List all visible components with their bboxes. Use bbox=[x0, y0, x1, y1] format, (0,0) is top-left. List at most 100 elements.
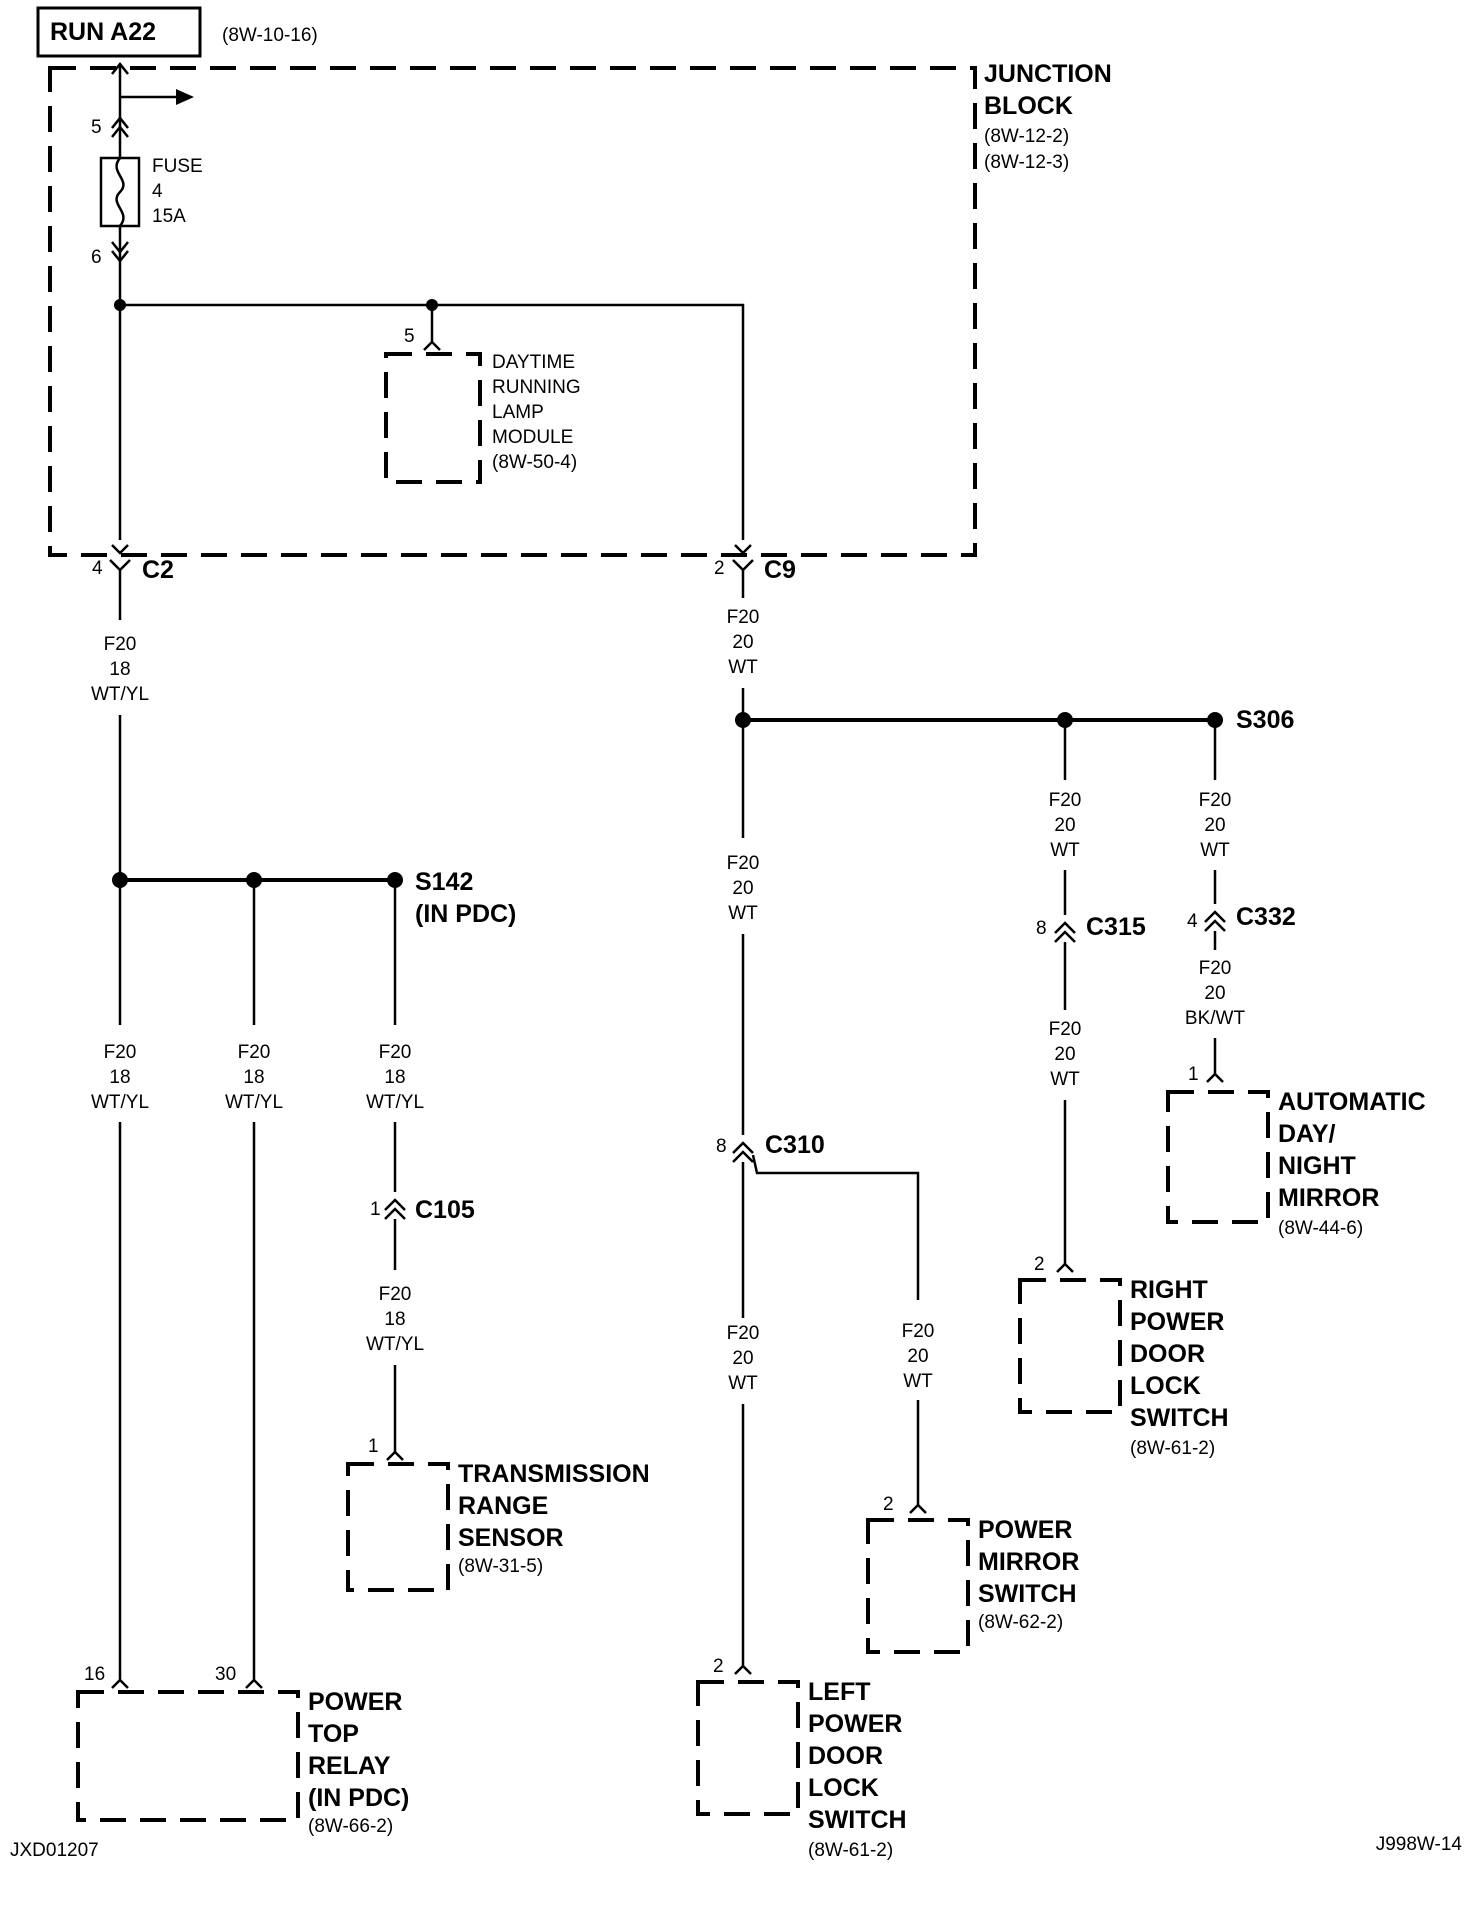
drl-ref: (8W-50-4) bbox=[492, 452, 577, 473]
wire-c9-color: WT bbox=[728, 657, 758, 678]
rpdl-ref: (8W-61-2) bbox=[1130, 1438, 1215, 1459]
wire-c105-circuit: F20 bbox=[379, 1284, 412, 1305]
ptr-pin-b: 30 bbox=[215, 1664, 236, 1685]
wire-s306-a-color: WT bbox=[1050, 840, 1080, 861]
c9-pin: 2 bbox=[714, 558, 725, 579]
power-mirror-switch-box bbox=[866, 1518, 970, 1654]
circuit-label-box bbox=[36, 6, 202, 58]
auto-mirror-box bbox=[1166, 1090, 1270, 1224]
lpdl-line-3: DOOR bbox=[808, 1742, 883, 1770]
wire-c2-circuit: F20 bbox=[104, 634, 137, 655]
s142-sub: (IN PDC) bbox=[415, 900, 516, 928]
wire-c105-color: WT/YL bbox=[366, 1334, 424, 1355]
wire-c2-color: WT/YL bbox=[91, 684, 149, 705]
wire-c315-color: WT bbox=[1050, 1069, 1080, 1090]
wire-left-door-circuit: F20 bbox=[727, 1323, 760, 1344]
adnm-pin: 1 bbox=[1188, 1064, 1199, 1085]
drl-line-4: MODULE bbox=[492, 427, 573, 448]
pms-line-1: POWER bbox=[978, 1516, 1072, 1544]
adnm-ref: (8W-44-6) bbox=[1278, 1218, 1363, 1239]
wire-s142-a-circuit: F20 bbox=[104, 1042, 137, 1063]
adnm-line-1: AUTOMATIC bbox=[1278, 1088, 1426, 1116]
c2-name: C2 bbox=[142, 556, 174, 584]
lpdl-pin: 2 bbox=[713, 1656, 724, 1677]
wire-c332-circuit: F20 bbox=[1199, 958, 1232, 979]
lpdl-line-2: POWER bbox=[808, 1710, 902, 1738]
fuse-pin-out: 6 bbox=[91, 247, 102, 268]
ptr-pin-b-terminal bbox=[245, 1678, 263, 1689]
wire-s142-c-circuit: F20 bbox=[379, 1042, 412, 1063]
lpdl-ref: (8W-61-2) bbox=[808, 1840, 893, 1861]
pms-ref: (8W-62-2) bbox=[978, 1612, 1063, 1633]
wire-c9-gauge: 20 bbox=[732, 632, 753, 653]
pms-line-3: SWITCH bbox=[978, 1580, 1077, 1608]
s306-name: S306 bbox=[1236, 706, 1294, 734]
pms-pin-terminal bbox=[909, 1503, 927, 1514]
c310-pin: 8 bbox=[716, 1136, 727, 1157]
wire-s142-a-gauge: 18 bbox=[109, 1067, 130, 1088]
s142-name: S142 bbox=[415, 868, 473, 896]
adnm-line-2: DAY/ bbox=[1278, 1120, 1335, 1148]
wire-s142-c-color: WT/YL bbox=[366, 1092, 424, 1113]
ptr-ref: (8W-66-2) bbox=[308, 1816, 393, 1837]
fuse-pin-5-terminal bbox=[111, 100, 129, 158]
drl-line-2: RUNNING bbox=[492, 377, 581, 398]
wire-c310-to-mirror-switch-top bbox=[751, 1154, 920, 1300]
pms-pin: 2 bbox=[883, 1494, 894, 1515]
wire-left-door-gauge: 20 bbox=[732, 1348, 753, 1369]
power-top-relay-box bbox=[76, 1690, 300, 1822]
wire-left-trunk-circuit: F20 bbox=[727, 853, 760, 874]
rpdl-line-2: POWER bbox=[1130, 1308, 1224, 1336]
rpdl-pin: 2 bbox=[1034, 1254, 1045, 1275]
right-door-lock-switch-box bbox=[1018, 1278, 1122, 1414]
wire-s306-b-color: WT bbox=[1200, 840, 1230, 861]
drl-line-3: LAMP bbox=[492, 402, 544, 423]
ptr-line-1: POWER bbox=[308, 1688, 402, 1716]
lpdl-line-4: LOCK bbox=[808, 1774, 879, 1802]
ptr-pin-a: 16 bbox=[84, 1664, 105, 1685]
wire-c332-gauge: 20 bbox=[1204, 983, 1225, 1004]
c2-pin: 4 bbox=[92, 558, 103, 579]
wire-bus-to-c9 bbox=[120, 303, 745, 540]
c105-pin: 1 bbox=[370, 1199, 381, 1220]
c332-name: C332 bbox=[1236, 903, 1296, 931]
junction-block-ref-2: (8W-12-3) bbox=[984, 152, 1069, 173]
trs-pin-terminal bbox=[386, 1450, 404, 1461]
rpdl-line-3: DOOR bbox=[1130, 1340, 1205, 1368]
fuse-label: FUSE bbox=[152, 156, 203, 177]
ptr-line-4: (IN PDC) bbox=[308, 1784, 409, 1812]
c310-name: C310 bbox=[765, 1131, 825, 1159]
fuse-pin-6-terminal bbox=[111, 226, 129, 265]
rpdl-pin-terminal bbox=[1056, 1262, 1074, 1273]
trs-line-3: SENSOR bbox=[458, 1524, 564, 1552]
rpdl-line-1: RIGHT bbox=[1130, 1276, 1208, 1304]
wire-c332-color: BK/WT bbox=[1185, 1008, 1246, 1029]
junction-block-name-2: BLOCK bbox=[984, 92, 1073, 120]
lpdl-line-5: SWITCH bbox=[808, 1806, 907, 1834]
footer-left-code: JXD01207 bbox=[10, 1840, 99, 1861]
pms-line-2: MIRROR bbox=[978, 1548, 1079, 1576]
wire-c2-gauge: 18 bbox=[109, 659, 130, 680]
c315-connector bbox=[1054, 921, 1076, 943]
c332-pin: 4 bbox=[1187, 911, 1198, 932]
fuse-number: 4 bbox=[152, 181, 163, 202]
trs-line-1: TRANSMISSION bbox=[458, 1460, 650, 1488]
c9-connector bbox=[732, 544, 754, 572]
wire-mirror-switch-gauge: 20 bbox=[907, 1346, 928, 1367]
lpdl-pin-terminal bbox=[734, 1664, 752, 1675]
c315-pin: 8 bbox=[1036, 918, 1047, 939]
wire-left-door-color: WT bbox=[728, 1373, 758, 1394]
wire-s142-c-gauge: 18 bbox=[384, 1067, 405, 1088]
wire-s306-a-circuit: F20 bbox=[1049, 790, 1082, 811]
c332-connector bbox=[1204, 910, 1226, 932]
wire-c315-gauge: 20 bbox=[1054, 1044, 1075, 1065]
wire-s142-b-circuit: F20 bbox=[238, 1042, 271, 1063]
c9-name: C9 bbox=[764, 556, 796, 584]
junction-block-name-1: JUNCTION bbox=[984, 60, 1112, 88]
left-door-lock-switch-box bbox=[696, 1680, 800, 1816]
wire-s142-a-color: WT/YL bbox=[91, 1092, 149, 1113]
c105-connector bbox=[384, 1198, 406, 1220]
wire-mirror-switch-color: WT bbox=[903, 1371, 933, 1392]
